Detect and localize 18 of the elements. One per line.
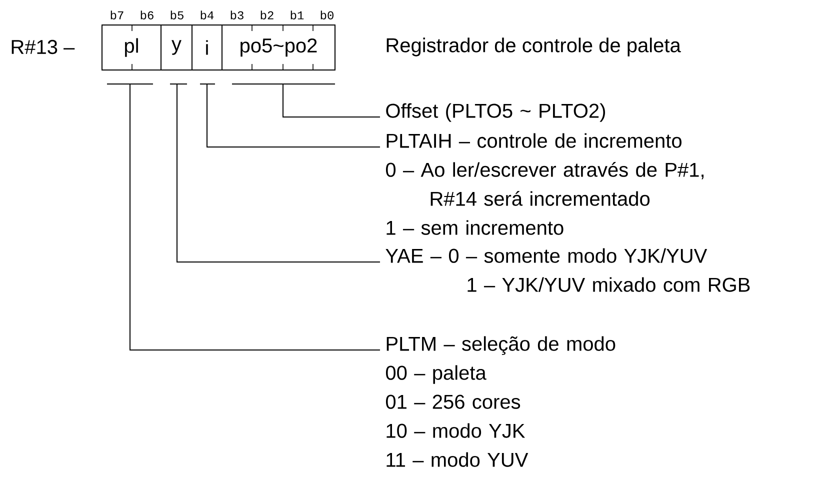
bit-description: YAE – 0 – somente modo YJK/YUV 1 – YJK/YUV mixado com RGB: [386, 248, 750, 292]
leader-line: [282, 84, 380, 118]
bit-description: Offset (PLTO5 ~ PLTO2): [386, 103, 605, 122]
bit-number: b4: [200, 10, 214, 20]
bit-number: b6: [140, 10, 154, 20]
bit-field-cell: i: [192, 24, 222, 70]
bit-field-cell: pl: [102, 24, 162, 70]
register-title: Registrador de controle de paleta: [386, 38, 681, 56]
register-label: R#13 –: [12, 40, 75, 54]
bit-description: PLTAIH – controle de incremento 0 – Ao ler/escrever através de P#1, R#14 será incrementado 1 – sem incremento: [386, 133, 704, 235]
bit-field-cell: y: [160, 24, 192, 70]
leader-line: [176, 84, 380, 262]
bit-number: b5: [170, 10, 184, 20]
bit-field-cell: po5~po2: [222, 24, 336, 70]
bit-description: PLTM – seleção de modo 00 – paleta 01 – 256 cores 10 – modo YJK 11 – modo YUV: [386, 336, 616, 467]
bit-number: b3: [230, 10, 244, 20]
leader-line: [206, 84, 380, 148]
leader-line: [130, 84, 380, 350]
